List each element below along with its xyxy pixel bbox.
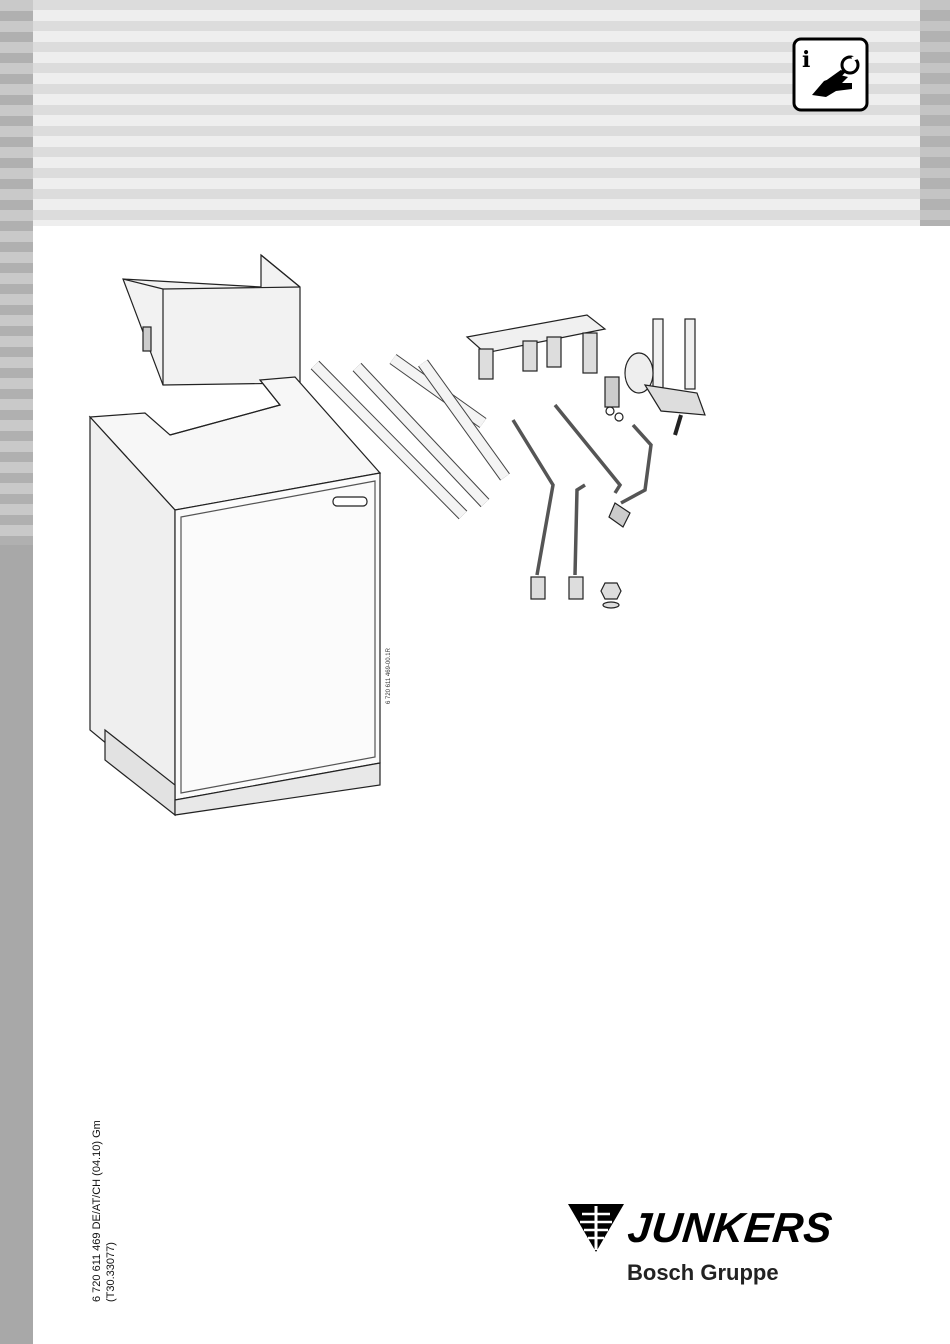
product-exploded-drawing	[85, 245, 735, 820]
brand-group: Bosch Gruppe	[627, 1260, 779, 1286]
drawing-reference: 6 720 611 469-00.1R	[386, 648, 392, 704]
info-wrench-icon: i	[792, 37, 869, 112]
top-cover-part	[123, 255, 300, 385]
right-margin-strip	[920, 0, 950, 226]
flex-hoses	[513, 405, 651, 575]
brand-name: JUNKERS	[625, 1204, 834, 1252]
header-stripe-band	[33, 0, 920, 226]
cabinet-body	[90, 377, 380, 815]
left-margin-strip	[0, 0, 33, 1344]
mounting-bracket	[467, 315, 605, 379]
document-reference: 6 720 611 469 DE/AT/CH (04.10) Gm (T30.3…	[90, 1120, 118, 1302]
document-code: (T30.33077)	[104, 1120, 118, 1302]
left-margin-stripes	[0, 0, 33, 545]
svg-text:i: i	[802, 47, 810, 73]
drain-siphon	[625, 319, 705, 435]
document-number: 6 720 611 469 DE/AT/CH (04.10) Gm	[90, 1120, 104, 1302]
fittings	[531, 577, 621, 608]
valve	[605, 377, 630, 527]
